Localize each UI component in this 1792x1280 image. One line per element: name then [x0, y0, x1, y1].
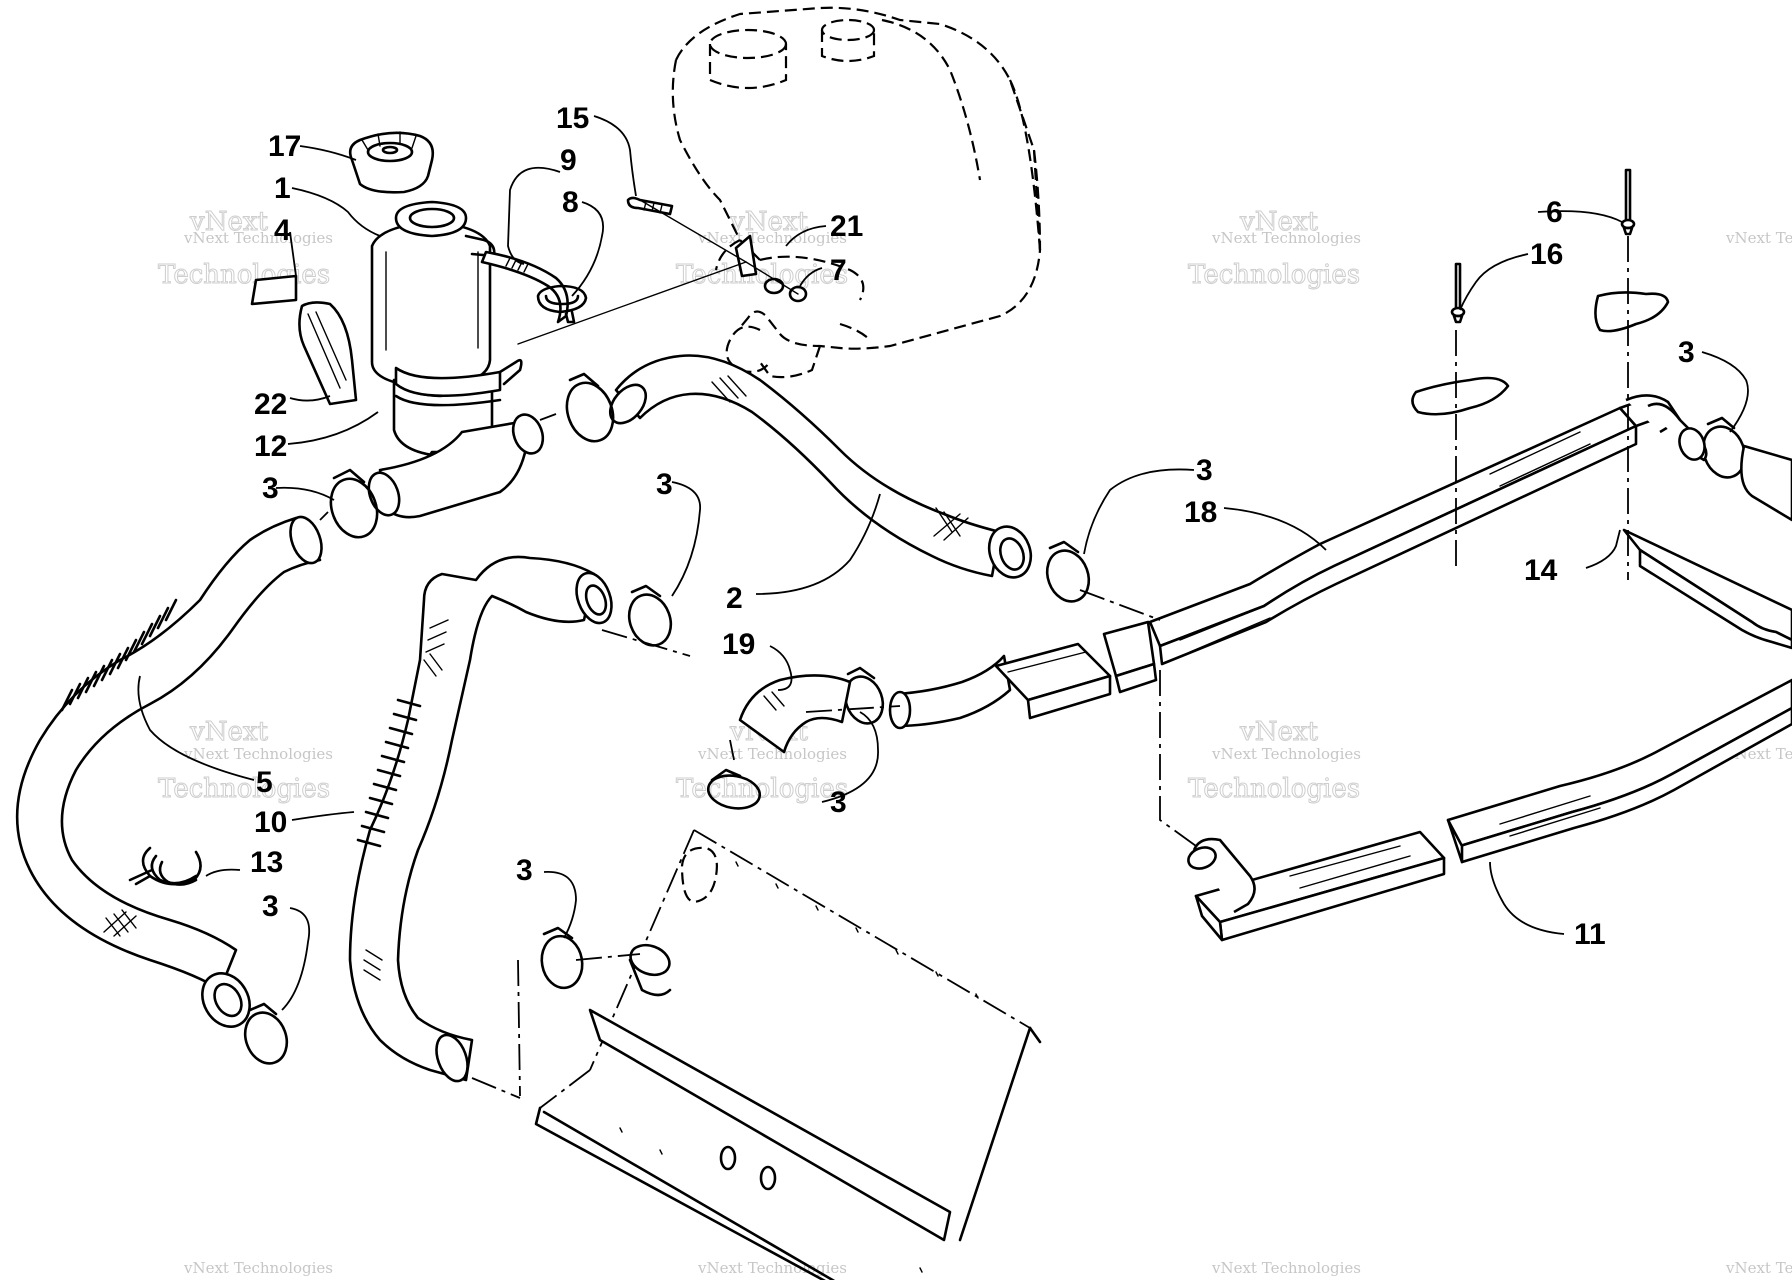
callout-4: 4 [274, 214, 291, 247]
callout-13: 13 [250, 846, 283, 879]
watermark-text: vNext Technologies [183, 229, 333, 247]
assembly-centerlines [319, 236, 1629, 1099]
watermark-text: vNext Technologies [1211, 229, 1361, 247]
watermark: vNext Technologies [1725, 1259, 1792, 1277]
upper-hose [608, 354, 1033, 579]
watermark-text-top: vNext [1239, 717, 1318, 747]
watermarks: vNext vNext Technologies Technologies vN… [158, 207, 1792, 1278]
leader-lines [137, 115, 1749, 1011]
assembly-centerline [517, 261, 747, 345]
hose-clamp [243, 1002, 289, 1065]
callout-2: 2 [726, 582, 743, 615]
watermark-text-top: vNext [729, 207, 808, 237]
watermark-text-bottom: Technologies [158, 260, 330, 290]
lower-hose-middle [348, 555, 613, 1083]
adhesive-pad [1594, 291, 1670, 333]
watermark-text: vNext Technologies [183, 745, 333, 763]
coolant-reservoir-bottle [367, 200, 545, 519]
callout-17: 17 [268, 130, 301, 163]
elbow-hose [738, 674, 852, 754]
heat-exchanger-connector [994, 620, 1158, 720]
callout-5: 5 [256, 766, 273, 799]
callout-12: 12 [254, 430, 287, 463]
callout-3-upper-hose: 3 [656, 468, 673, 501]
callout-21: 21 [830, 210, 863, 243]
elbow-fitting-rear [1647, 402, 1708, 462]
radiator-panel [534, 829, 1042, 1280]
hose-clamp [329, 468, 379, 539]
hose-clamp [627, 584, 673, 647]
watermark-text-top: vNext [189, 717, 268, 747]
radiator-cap [348, 131, 435, 194]
watermark: vNext vNext Technologies Technologies [1188, 207, 1362, 291]
watermark-text-top: vNext [189, 207, 268, 237]
watermark-text-bottom: Technologies [1188, 774, 1360, 804]
hose-clamp [540, 926, 584, 990]
decal-label [250, 274, 298, 306]
heat-exchanger-lower-left [1187, 830, 1446, 942]
warning-decal [298, 301, 358, 406]
callout-7: 7 [830, 254, 847, 287]
callout-8: 8 [562, 186, 579, 219]
spring-clip [128, 846, 202, 886]
watermark-text-top: vNext [1239, 207, 1318, 237]
callout-3-radiator: 3 [516, 854, 533, 887]
mounting-bracket [734, 234, 758, 278]
watermark-text: vNext Technologies [1725, 1259, 1792, 1277]
lower-hose-left [15, 515, 323, 1028]
watermark: vNext Technologies [1211, 1259, 1361, 1277]
callout-1: 1 [274, 172, 291, 205]
callout-16: 16 [1530, 238, 1563, 271]
watermark-text-bottom: Technologies [676, 260, 848, 290]
callout-15: 15 [556, 102, 589, 135]
callout-14: 14 [1524, 554, 1558, 587]
watermark-text-bottom: Technologies [158, 774, 330, 804]
adhesive-pad [1411, 376, 1510, 416]
heat-exchanger-rear [1622, 528, 1792, 650]
hose-clamp [706, 768, 762, 810]
heat-exchanger-lower-right [1446, 678, 1792, 864]
callout-11: 11 [1574, 918, 1606, 951]
callout-9: 9 [560, 144, 577, 177]
rear-hose [1740, 444, 1792, 522]
watermark: vNext vNext Technologies Technologies [158, 717, 334, 805]
hose-clamp [1045, 540, 1091, 603]
watermark-text-bottom: Technologies [1188, 260, 1360, 290]
callouts: 17 1 4 22 12 3 9 8 15 21 7 3 2 3 18 6 16… [250, 102, 1695, 951]
callout-22: 22 [254, 388, 287, 421]
watermark: vNext vNext Technologies Technologies [676, 207, 849, 291]
heat-exchanger-upper-right [1148, 394, 1682, 666]
watermark-text: vNext Technologies [1211, 745, 1361, 763]
coolant-tank [671, 6, 1042, 379]
callout-3-rear: 3 [1678, 336, 1695, 369]
callout-10: 10 [254, 806, 287, 839]
watermark: vNext Technologies [183, 1259, 333, 1277]
watermark-text: vNext Technologies [697, 745, 847, 763]
hose-clamp [565, 372, 615, 443]
callout-3-lower-left: 3 [262, 890, 279, 923]
rivet [1450, 262, 1466, 324]
callout-3-reservoir: 3 [262, 472, 279, 505]
callout-19: 19 [722, 628, 755, 661]
callout-6: 6 [1546, 196, 1563, 229]
watermark-text: vNext Technologies [697, 229, 847, 247]
watermark: vNext vNext Technologies Technologies [1188, 717, 1362, 805]
watermark-text-bottom: Technologies [676, 774, 848, 804]
bypass-tube [888, 654, 1012, 730]
watermark-text: vNext Technologies [1211, 1259, 1361, 1277]
watermark-text: vNext Technologies [183, 1259, 333, 1277]
rivet [1620, 168, 1636, 236]
callout-3-elbow: 3 [830, 786, 847, 819]
watermark: vNext Technologies [1725, 229, 1792, 247]
callout-18: 18 [1184, 496, 1217, 529]
callout-3-exchanger: 3 [1196, 454, 1213, 487]
watermark: vNext vNext Technologies Technologies [158, 207, 334, 291]
watermark-text: vNext Technologies [1725, 229, 1792, 247]
hose-clamp-small [536, 284, 588, 324]
